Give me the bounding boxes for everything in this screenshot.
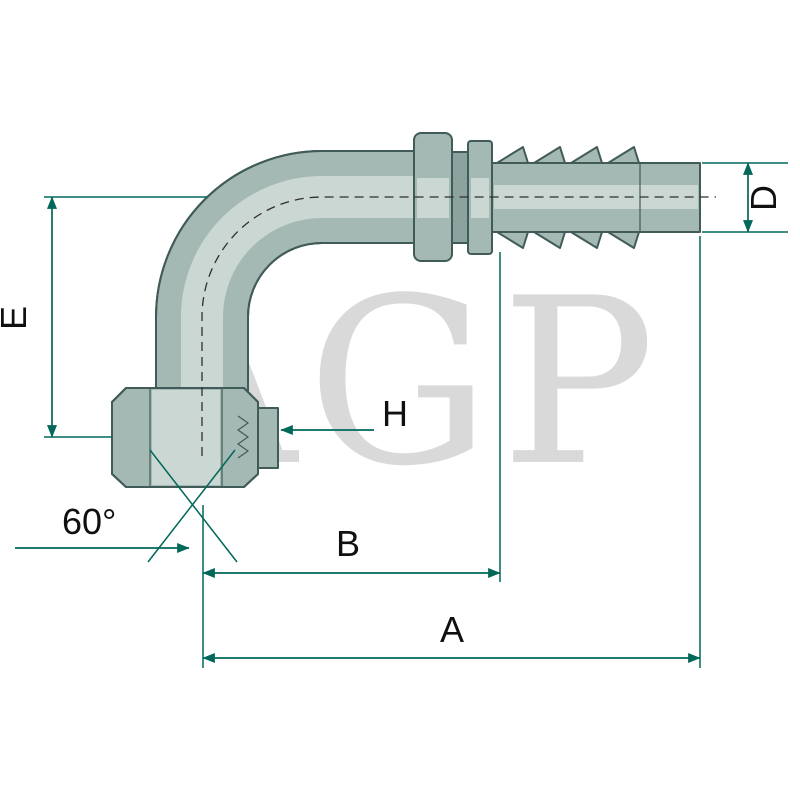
swivel-nut: [111, 387, 279, 488]
collar-front-stripe: [417, 178, 449, 218]
cone-angle-lines: [147, 449, 238, 563]
barb-ridge: [570, 146, 603, 164]
dimension-h-label: H: [382, 393, 408, 434]
elbow-outline: [155, 150, 419, 393]
nut-center-facet: [152, 390, 220, 485]
collar-rear-stripe: [471, 178, 489, 218]
dimension-e-label: E: [0, 306, 34, 330]
dimension-b-label: B: [336, 523, 360, 564]
collar-section: [413, 132, 493, 262]
centerline: [201, 196, 716, 456]
cone-line: [147, 449, 236, 563]
dimension-b: B: [202, 252, 501, 582]
barb-ridge: [607, 231, 640, 249]
nut-stub: [255, 407, 279, 469]
dimension-e: E: [0, 196, 207, 438]
barb-ridge: [607, 146, 640, 164]
barb-ridge: [496, 146, 529, 164]
thread-symbol: [236, 415, 250, 459]
dimension-angle: 60°: [15, 501, 190, 553]
cone-angle-label: 60°: [62, 501, 116, 542]
dimension-d: D: [702, 162, 788, 233]
dimension-a: A: [202, 236, 701, 668]
dimension-h: H: [280, 393, 408, 435]
barb-ridge: [533, 146, 566, 164]
dimension-a-label: A: [440, 609, 464, 650]
fitting-drawing: [111, 132, 716, 563]
barb-ridge: [496, 231, 529, 249]
barb-ridge: [533, 231, 566, 249]
dimension-d-label: D: [743, 185, 784, 211]
nut-outline: [111, 387, 259, 488]
cone-line: [149, 449, 238, 563]
barb-ridge: [570, 231, 603, 249]
